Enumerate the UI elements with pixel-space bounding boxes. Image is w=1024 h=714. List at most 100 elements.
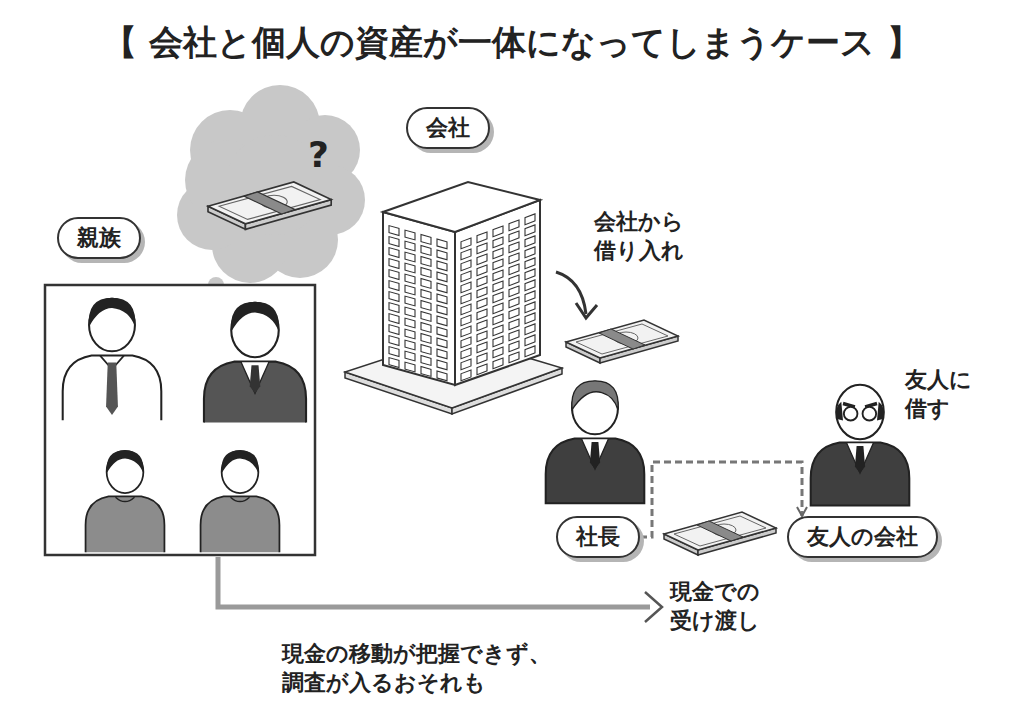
relatives-box <box>45 285 315 555</box>
person <box>204 302 306 423</box>
window <box>493 281 503 292</box>
window <box>389 248 399 258</box>
label-pill: 友人の会社 <box>787 516 938 558</box>
window <box>461 337 471 348</box>
window <box>525 258 535 269</box>
window <box>421 312 431 322</box>
window <box>477 243 487 254</box>
window <box>437 338 447 348</box>
window <box>461 271 471 282</box>
window <box>437 272 447 282</box>
window <box>461 293 471 304</box>
window <box>421 356 431 366</box>
window <box>389 314 399 324</box>
loan-arrow <box>556 272 586 314</box>
window <box>437 250 447 260</box>
window <box>389 303 399 313</box>
window <box>421 246 431 256</box>
window <box>477 254 487 265</box>
dashed-connector <box>640 462 802 537</box>
window <box>477 265 487 276</box>
window <box>509 330 519 341</box>
window <box>493 325 503 336</box>
window <box>461 304 471 315</box>
window <box>405 340 415 350</box>
window <box>437 294 447 304</box>
window <box>493 358 503 369</box>
window <box>493 226 503 237</box>
window <box>461 359 471 370</box>
window <box>493 314 503 325</box>
window <box>461 282 471 293</box>
window <box>477 232 487 243</box>
window <box>493 237 503 248</box>
window <box>405 285 415 295</box>
window <box>405 263 415 273</box>
window <box>405 318 415 328</box>
window <box>525 302 535 313</box>
window <box>389 270 399 280</box>
window <box>509 308 519 319</box>
window <box>525 214 535 225</box>
window <box>405 329 415 339</box>
child <box>86 450 165 552</box>
window <box>405 252 415 262</box>
building <box>345 182 562 414</box>
window <box>405 296 415 306</box>
window <box>389 281 399 291</box>
window <box>509 242 519 253</box>
window <box>477 287 487 298</box>
window <box>509 231 519 242</box>
window <box>461 315 471 326</box>
label-pill: 会社 <box>406 107 490 149</box>
window <box>525 236 535 247</box>
person <box>546 381 645 503</box>
child <box>201 450 280 552</box>
window <box>461 260 471 271</box>
note-text: 会社から借り入れ <box>594 208 686 265</box>
window <box>493 336 503 347</box>
window <box>389 336 399 346</box>
window <box>477 298 487 309</box>
window <box>509 275 519 286</box>
window <box>389 325 399 335</box>
window <box>389 237 399 247</box>
window <box>493 248 503 259</box>
window <box>509 352 519 363</box>
label-pill: 親族 <box>57 217 141 259</box>
window <box>477 320 487 331</box>
window <box>405 274 415 284</box>
window <box>437 239 447 249</box>
window <box>525 313 535 324</box>
money-bundle <box>664 512 776 555</box>
window <box>437 360 447 370</box>
window <box>525 280 535 291</box>
person <box>811 385 910 506</box>
window <box>421 257 431 267</box>
window <box>477 331 487 342</box>
arrow-head <box>645 592 662 622</box>
window <box>389 358 399 368</box>
money-bundle <box>208 182 331 229</box>
window <box>421 235 431 245</box>
window <box>421 301 431 311</box>
pill-text: 親族 <box>77 225 121 250</box>
window <box>421 367 431 377</box>
window <box>437 261 447 271</box>
window <box>437 316 447 326</box>
window <box>509 253 519 264</box>
window <box>477 353 487 364</box>
window <box>389 347 399 357</box>
note-text: 現金の移動が把握できず、調査が入るおそれも <box>282 640 554 697</box>
window <box>405 241 415 251</box>
window <box>437 349 447 359</box>
window <box>461 238 471 249</box>
window <box>421 279 431 289</box>
window <box>525 324 535 335</box>
window <box>525 225 535 236</box>
window <box>405 351 415 361</box>
window <box>389 259 399 269</box>
